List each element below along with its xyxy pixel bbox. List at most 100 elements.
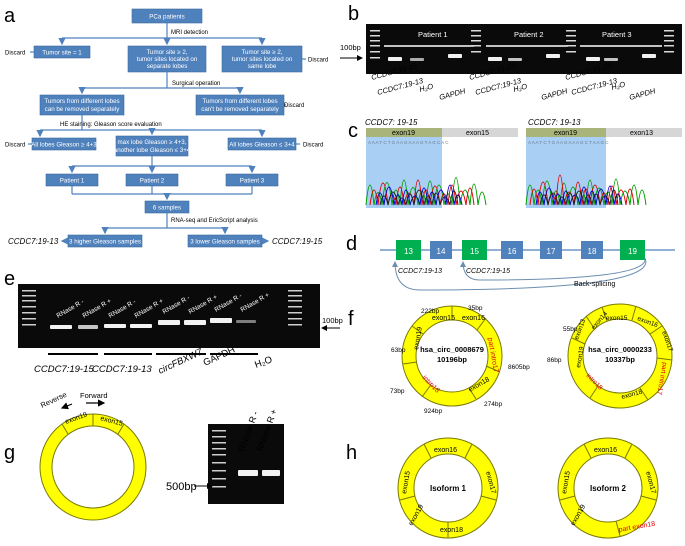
exon-label-15: 15 xyxy=(470,247,479,256)
gel-e: RNase R - RNase R + RNase R - RNase R + … xyxy=(18,284,320,348)
flow-text-same2: tumor sites located on xyxy=(232,56,293,63)
circrna-left: hsa_circ_0008679 10196bp exon15 exon16 e… xyxy=(390,305,530,415)
gel-b-patient-2: Patient 2 xyxy=(514,30,544,39)
exon-label-16: 16 xyxy=(508,247,517,256)
flowchart: PCa patients MRI detection Tumor site = … xyxy=(5,8,328,248)
panel-label-c: c xyxy=(348,120,358,142)
gel-e-marker-label: 100bp xyxy=(322,316,343,325)
circrna-right: hsa_circ_0000233 10337bp exon14 exon15 e… xyxy=(547,303,674,409)
panel-label-e: e xyxy=(4,268,15,290)
flow-result-right: CCDC7:19-15 xyxy=(272,237,323,246)
isoform-2-exon-a: exon16 xyxy=(594,447,617,454)
flow-text-all34: All lobes Gleason ≤ 3+4 xyxy=(229,142,295,149)
exon-diagram: 13 14 15 16 17 18 19 CCDC7:19-13 CCDC7:1… xyxy=(380,240,675,291)
circ-left-size: 10196bp xyxy=(437,355,467,364)
flow-text-p3: Patient 3 xyxy=(240,178,265,185)
gel-e-group-1: CCDC7:19-15 xyxy=(34,364,94,375)
flow-result-left: CCDC7:19-13 xyxy=(8,237,59,246)
isoform-1: Isoform 1 exon16 exon17 exon18 exon19 ex… xyxy=(397,437,499,539)
isoform-2-exon-e: exon15 xyxy=(561,470,572,494)
chrom-left-seq: A A A T C T G A A G A A A G T A G C A C xyxy=(368,140,449,145)
flow-text-cant1: Tumors from different lobes xyxy=(202,98,277,105)
flow-label-surgical: Surgical operation xyxy=(172,81,220,87)
isoform-1-exon-a: exon16 xyxy=(434,447,457,454)
circ-left-len-1: 222bp xyxy=(421,308,439,315)
gel-b-lane-8: GAPDH xyxy=(540,86,569,102)
panel-label-a: a xyxy=(4,5,16,27)
circ-primer-ring: exon19 exon15 Reverse Forward xyxy=(39,390,147,521)
gel-b-lane-12: GAPDH xyxy=(628,86,657,102)
exon-box-13 xyxy=(396,240,421,260)
exon-box-17 xyxy=(540,241,562,259)
flow-text-sep1: Tumor site ≥ 2, xyxy=(147,49,188,56)
flow-text-p2: Patient 2 xyxy=(140,178,165,185)
gel-b: Patient 1 Patient 2 Patient 3 xyxy=(366,24,682,74)
chrom-right-seq: A A A T C T G A A G A A A G C T A A G C xyxy=(528,140,609,145)
flow-discard-1: Discard xyxy=(5,51,25,57)
flow-label-he: HE staining: Gleason score evaluation xyxy=(60,122,162,128)
flow-text-diff1: Tumors from different lobes xyxy=(44,98,119,105)
chrom-left-exon-a: exon19 xyxy=(392,130,415,137)
flow-discard-5: Discard xyxy=(303,143,323,149)
flow-discard-3: Discard xyxy=(284,103,304,109)
flow-box-separate xyxy=(127,45,207,73)
gel-e-group-2: CCDC7:19-13 xyxy=(92,364,152,375)
flow-text-higher: 3 higher Gleason samples xyxy=(69,239,141,246)
flow-text-lower: 3 lower Gleason samples xyxy=(190,239,259,246)
circ-left-seg-2: exon16 xyxy=(462,315,485,322)
exon-box-18 xyxy=(581,241,603,259)
isoform-2: Isoform 2 exon16 exon17 part exon18 exon… xyxy=(557,437,659,539)
circ-left-seg-1: exon15 xyxy=(432,315,455,322)
gel-g xyxy=(208,424,284,504)
gel-e-group-5: H₂O xyxy=(253,354,274,370)
flow-text-p1: Patient 1 xyxy=(60,178,85,185)
exon-backsplicing-label: Back-splicing xyxy=(574,281,615,288)
flow-text-max1: max lobe Gleason ≥ 4+3, xyxy=(118,139,187,146)
circ-right-seg-2: exon15 xyxy=(606,315,628,322)
panel-label-d: d xyxy=(346,233,357,255)
circ-left-id: hsa_circ_0008679 xyxy=(420,345,484,354)
exon-label-18: 18 xyxy=(588,247,597,256)
chrom-left-exon-b: exon15 xyxy=(466,130,489,137)
flow-text-tumor1: Tumor site = 1 xyxy=(42,50,82,57)
circ-right-seg-8: exon19 xyxy=(575,346,586,369)
gel-b-lane-7: H₂O xyxy=(512,82,528,94)
flow-box-same xyxy=(221,45,303,73)
gel-b-marker-label: 100bp xyxy=(340,43,361,52)
flow-text-sep2: tumor sites located on xyxy=(137,56,198,63)
chrom-left-title: CCDC7: 19-15 xyxy=(365,118,418,127)
flow-text-pca: PCa patients xyxy=(149,14,184,21)
circ-left-len-4: 274bp xyxy=(484,401,502,408)
flow-text-all43: All lobes Gleason ≥ 4+3 xyxy=(31,142,97,149)
gel-e-group-4: GAPDH xyxy=(202,344,237,368)
exon-label-19: 19 xyxy=(628,247,637,256)
exon-label-17: 17 xyxy=(547,247,556,256)
chrom-right-exon-b: exon13 xyxy=(630,130,653,137)
isoform-1-label: Isoform 1 xyxy=(430,484,467,493)
gel-b-lane-11: H₂O xyxy=(610,80,626,92)
flow-text-max2: another lobe Gleason ≤ 3+4 xyxy=(114,147,191,154)
panel-label-b: b xyxy=(348,3,359,25)
exon-junction-15: CCDC7:19-15 xyxy=(466,268,510,275)
isoform-1-exon-c: exon18 xyxy=(440,527,463,534)
chromatogram-left: exon19 exon15 A A A T C T G A A G A A A … xyxy=(365,128,518,208)
flow-text-sep3: separate lobes xyxy=(147,63,188,70)
chrom-right-title: CCDC7: 19-13 xyxy=(528,118,581,127)
flow-text-same3: same lobe xyxy=(248,63,277,70)
panel-label-h: h xyxy=(346,442,357,464)
exon-box-14 xyxy=(430,241,452,259)
gel-b-patient-1: Patient 1 xyxy=(418,30,448,39)
flow-label-mri: MRI detection xyxy=(171,30,208,36)
isoform-2-label: Isoform 2 xyxy=(590,484,627,493)
circ-left-len-7: 63bp xyxy=(391,347,406,354)
gel-b-lane-3: H₂O xyxy=(418,82,434,94)
gel-e-group-3: circFBXW7 xyxy=(157,346,205,376)
circ-left-len-5: 924bp xyxy=(424,408,442,415)
chromatogram-right: exon19 exon13 A A A T C T G A A G A A A … xyxy=(525,128,682,208)
circ-right-id: hsa_circ_0000233 xyxy=(588,345,652,354)
flow-text-diff2: can be removed separately xyxy=(45,106,121,113)
exon-box-16 xyxy=(501,241,523,259)
flow-text-same1: Tumor site ≥ 2, xyxy=(242,49,283,56)
gel-b-lane-4: GAPDH xyxy=(438,86,467,102)
